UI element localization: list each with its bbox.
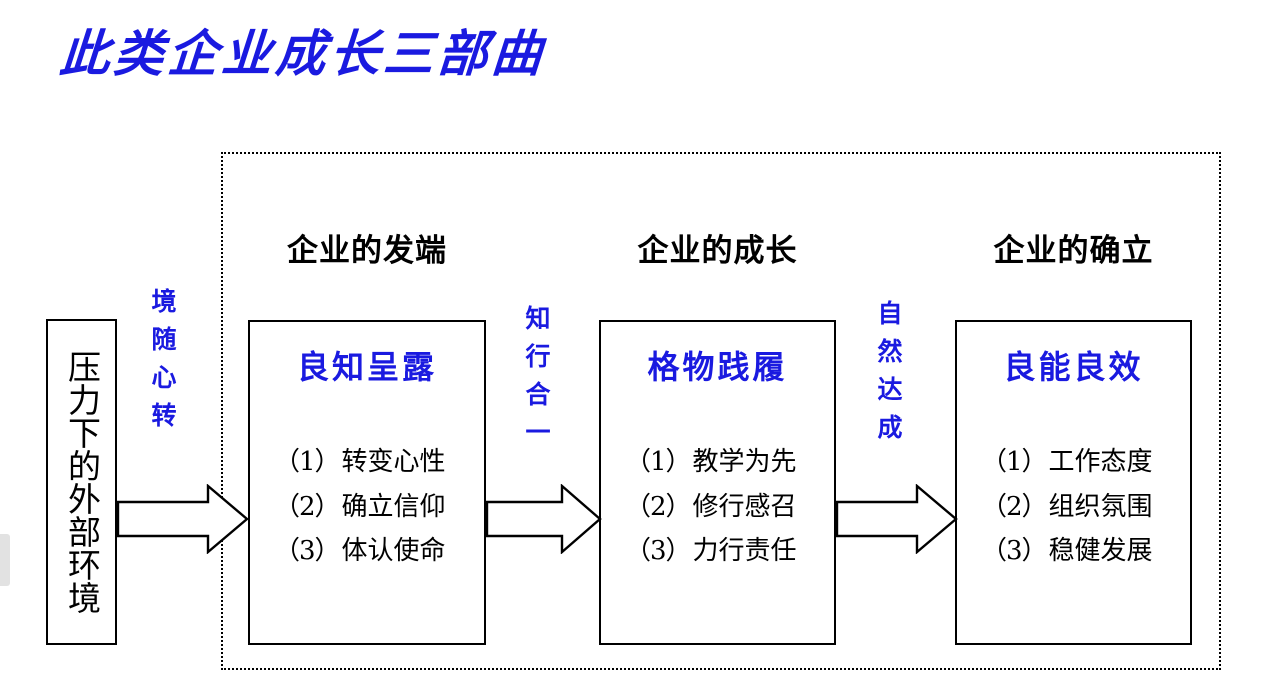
stage-3-title: 良能良效 [1003, 348, 1144, 386]
arrow-input-to-stage1-label: 境随心转 [148, 288, 177, 440]
stage-1-item-3-number: （3） [274, 536, 341, 567]
arrow-input-to-stage1-icon [116, 483, 249, 558]
stage-2-item-2-number: （2） [625, 491, 692, 522]
diagram-dotted-frame [221, 152, 1221, 670]
stage-3-item-1-number: （1） [981, 447, 1048, 477]
stage-3-heading: 企业的确立 [993, 233, 1154, 269]
stage-1-item-2-number: （2） [274, 491, 341, 522]
list-item: （2）确立信仰 [274, 485, 484, 530]
stage-2-heading: 企业的成长 [637, 233, 798, 269]
stage-3-box: 良能良效 （1）工作态度 （2）组织氛围 （3）稳健发展 [955, 320, 1192, 645]
stage-1-heading: 企业的发端 [287, 233, 447, 269]
input-context-box: 压力下的外部环境 [46, 319, 117, 645]
stage-3-item-3-number: （3） [981, 536, 1048, 567]
stage-1-box: 良知呈露 （1）转变心性 （2）确立信仰 （3）体认使命 [248, 320, 486, 645]
stage-1-item-2-text: 确立信仰 [341, 491, 446, 522]
arrow-stage1-to-stage2-label: 知行合一 [522, 305, 551, 457]
stage-2-title: 格物践履 [647, 348, 788, 386]
stage-3-item-1-text: 工作态度 [1048, 447, 1153, 477]
list-item: （3）稳健发展 [981, 529, 1190, 574]
stage-3-item-3-text: 稳健发展 [1048, 536, 1153, 567]
stage-2-item-1-text: 教学为先 [692, 447, 797, 477]
stage-3-item-2-text: 组织氛围 [1048, 491, 1153, 522]
stage-1-item-1-number: （1） [274, 447, 341, 477]
arrow-stage2-to-stage3-label: 自然达成 [874, 300, 903, 452]
stage-2-item-list: （1）教学为先 （2）修行感召 （3）力行责任 [601, 440, 834, 574]
stage-2-item-3-text: 力行责任 [692, 536, 797, 567]
list-item: （1）教学为先 [625, 440, 834, 485]
list-item: （1）转变心性 [274, 440, 484, 485]
arrow-stage1-to-stage2-icon [485, 483, 602, 558]
arrow-stage2-to-stage3-icon [835, 483, 958, 558]
stage-1-item-1-text: 转变心性 [341, 447, 446, 477]
stage-1-title: 良知呈露 [296, 348, 437, 386]
stage-3-item-list: （1）工作态度 （2）组织氛围 （3）稳健发展 [957, 440, 1190, 574]
stage-1-item-3-text: 体认使命 [341, 536, 446, 567]
stage-2-item-2-text: 修行感召 [692, 491, 797, 522]
input-context-label: 压力下的外部环境 [62, 350, 102, 614]
page-title: 此类企业成长三部曲 [57, 25, 548, 83]
list-item: （2）修行感召 [625, 485, 834, 530]
list-item: （1）工作态度 [981, 440, 1190, 485]
list-item: （2）组织氛围 [981, 485, 1190, 530]
stage-2-box: 格物践履 （1）教学为先 （2）修行感召 （3）力行责任 [599, 320, 836, 645]
stage-2-item-3-number: （3） [625, 536, 692, 567]
left-edge-artifact [0, 534, 10, 586]
stage-1-item-list: （1）转变心性 （2）确立信仰 （3）体认使命 [250, 440, 484, 574]
list-item: （3）力行责任 [625, 529, 834, 574]
stage-2-item-1-number: （1） [625, 447, 692, 477]
list-item: （3）体认使命 [274, 529, 484, 574]
stage-3-item-2-number: （2） [981, 491, 1048, 522]
